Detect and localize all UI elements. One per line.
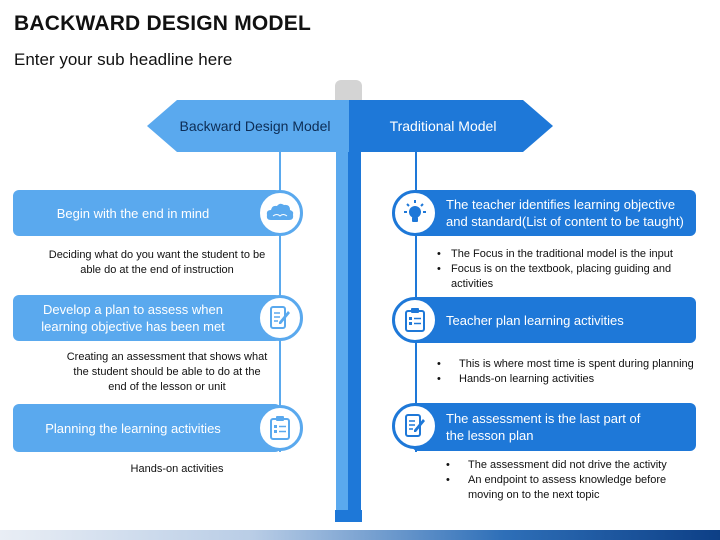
traditional-model-arrow: Traditional Model bbox=[349, 100, 553, 152]
page-subtitle: Enter your sub headline here bbox=[14, 50, 233, 69]
tablet-pen-icon bbox=[392, 403, 438, 449]
backward-design-arrow-label: Backward Design Model bbox=[179, 118, 331, 134]
backward-step-3: Planning the learning activities bbox=[13, 404, 281, 452]
traditional-step-2-bullets: This is where most time is spent during … bbox=[437, 357, 699, 387]
backward-step-1-description: Deciding what do you want the student to… bbox=[48, 249, 266, 276]
lightbulb-icon bbox=[392, 190, 438, 236]
backward-step-3-description: Hands-on activities bbox=[130, 463, 224, 475]
page-title: BACKWARD DESIGN MODEL bbox=[14, 12, 312, 35]
cloud-icon bbox=[257, 190, 303, 236]
footer-bar bbox=[0, 530, 720, 540]
traditional-step-2-label: Teacher plan learning activities bbox=[446, 312, 624, 328]
traditional-step-3: The assessment is the last part of the l… bbox=[412, 403, 696, 451]
backward-step-3-label: Planning the learning activities bbox=[45, 420, 221, 436]
signpost-pole-right bbox=[348, 150, 361, 522]
traditional-step-2: Teacher plan learning activities bbox=[412, 297, 696, 343]
signpost-base bbox=[335, 510, 362, 522]
backward-step-2-description: Creating an assessment that shows what t… bbox=[66, 351, 268, 393]
clipboard-checklist-icon bbox=[257, 405, 303, 451]
signpost-pole-left bbox=[336, 150, 348, 522]
backward-design-arrow: Backward Design Model bbox=[147, 100, 349, 152]
tablet-pen-icon bbox=[257, 295, 303, 341]
traditional-model-arrow-label: Traditional Model bbox=[389, 118, 497, 134]
traditional-step-1-bullets: The Focus in the traditional model is th… bbox=[437, 247, 699, 292]
backward-step-2: Develop a plan to assess when learning o… bbox=[13, 295, 281, 341]
clipboard-checklist-icon bbox=[392, 297, 438, 343]
backward-step-2-label: Develop a plan to assess when learning o… bbox=[41, 302, 225, 334]
backward-step-1-label: Begin with the end in mind bbox=[56, 205, 210, 221]
backward-step-1: Begin with the end in mind bbox=[13, 190, 281, 236]
traditional-step-1: The teacher identifies learning objectiv… bbox=[412, 190, 696, 236]
traditional-step-3-bullets: The assessment did not drive the activit… bbox=[446, 458, 698, 503]
traditional-step-3-label: The assessment is the last part of the l… bbox=[446, 411, 641, 443]
traditional-step-1-label: The teacher identifies learning objectiv… bbox=[446, 197, 684, 229]
